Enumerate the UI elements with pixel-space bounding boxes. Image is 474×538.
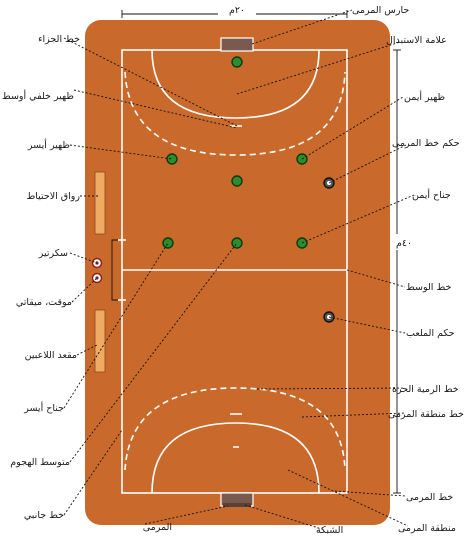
player-goalkeeper xyxy=(231,56,243,68)
length-label: ٤٠م xyxy=(396,238,412,249)
player-centre-back xyxy=(231,175,243,187)
label-centre-line: خط الوسط xyxy=(406,282,451,293)
label-net: الشبكة xyxy=(316,525,343,536)
label-timekeeper: موقت، ميقاتي xyxy=(16,297,72,308)
players xyxy=(162,56,308,249)
label-goal-referee: حكم خط المرمى xyxy=(392,138,460,149)
label-side-line: خط جانبي xyxy=(24,510,64,521)
court-surface xyxy=(85,20,390,525)
label-left-wing: جناح أيسر xyxy=(23,401,64,414)
label-substitution-mark: علامة الاستبدال xyxy=(386,35,447,46)
labels-right: حارس المرمى علامة الاستبدال ظهير أيمن حك… xyxy=(316,5,464,536)
free-throw-arc-top xyxy=(124,71,346,156)
players-bench-bottom xyxy=(94,309,106,373)
label-free-throw-line: خط الرمية الحرة xyxy=(392,384,459,395)
width-dimension: ٢٠م xyxy=(121,3,348,18)
label-scorekeeper: سكرتير xyxy=(38,248,68,259)
goal-area-arc-top xyxy=(151,49,320,119)
players-bench-top xyxy=(94,171,106,235)
label-goal-area: منطقة المرمى xyxy=(398,523,456,534)
width-label: ٢٠م xyxy=(229,5,245,16)
label-left-back: ظهير أيسر xyxy=(27,138,70,151)
label-penalty-line: خط الجزاء xyxy=(38,34,80,45)
label-centre-back: ظهير خلفي أوسط xyxy=(2,89,74,102)
leaders-left xyxy=(63,37,238,525)
labels-left: خط الجزاء ظهير خلفي أوسط ظهير أيسر رواق … xyxy=(2,34,172,533)
goal-area-arc-bottom xyxy=(151,422,320,494)
substitution-zone-bracket xyxy=(111,239,118,301)
label-goal-line: خط المرمى xyxy=(406,492,453,503)
player-pivot xyxy=(231,237,243,249)
timekeeper-figure xyxy=(91,272,103,284)
label-right-back: ظهير أيمن xyxy=(404,90,445,103)
label-players-bench: مقعد اللاعبين xyxy=(25,350,77,361)
label-goal-area-line: خط منطقة المرمى xyxy=(388,409,464,420)
player-left-wing xyxy=(162,237,174,249)
free-throw-arc-bottom xyxy=(124,387,346,471)
length-dimension: ٤٠م xyxy=(393,49,414,494)
label-court-referee: حكم الملعب xyxy=(406,328,455,339)
player-left-back xyxy=(166,153,178,165)
label-goalkeeper: حارس المرمى xyxy=(352,5,409,16)
label-goal: المرمى xyxy=(143,522,172,533)
label-pivot: متوسط الهجوم xyxy=(10,457,70,468)
goal-top xyxy=(220,37,254,52)
label-right-wing: جناح أيمن xyxy=(412,188,451,201)
leaders-right xyxy=(236,9,415,531)
net-bottom xyxy=(223,503,251,507)
label-substitution-zone: رواق الاحتياط xyxy=(26,191,80,202)
